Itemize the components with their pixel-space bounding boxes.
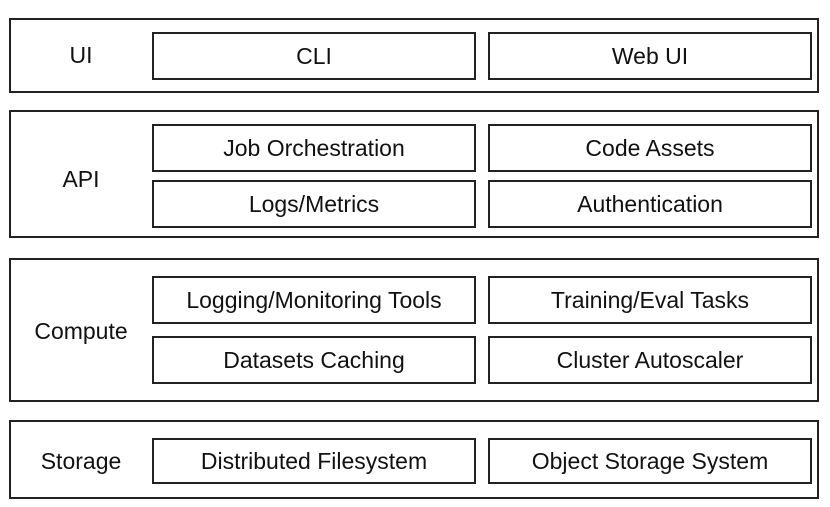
box-code-assets: Code Assets — [488, 124, 812, 172]
box-web-ui: Web UI — [488, 32, 812, 80]
layer-label-storage: Storage — [40, 448, 122, 474]
layer-label-ui: UI — [69, 42, 93, 68]
box-logging-monitoring-tools: Logging/Monitoring Tools — [152, 276, 476, 324]
box-logs-metrics: Logs/Metrics — [152, 180, 476, 228]
box-authentication: Authentication — [488, 180, 812, 228]
box-datasets-caching: Datasets Caching — [152, 336, 476, 384]
box-cluster-autoscaler: Cluster Autoscaler — [488, 336, 812, 384]
box-training-eval-tasks: Training/Eval Tasks — [488, 276, 812, 324]
layer-api: API Job Orchestration Code Assets Logs/M… — [9, 110, 819, 238]
layer-label-compute: Compute — [34, 318, 128, 344]
box-job-orchestration: Job Orchestration — [152, 124, 476, 172]
layer-ui: UI CLI Web UI — [9, 18, 819, 93]
box-cli: CLI — [152, 32, 476, 80]
layer-storage: Storage Distributed Filesystem Object St… — [9, 420, 819, 499]
box-object-storage-system: Object Storage System — [488, 438, 812, 484]
layer-compute: Compute Logging/Monitoring Tools Trainin… — [9, 258, 819, 402]
layer-label-api: API — [62, 166, 100, 192]
box-distributed-filesystem: Distributed Filesystem — [152, 438, 476, 484]
